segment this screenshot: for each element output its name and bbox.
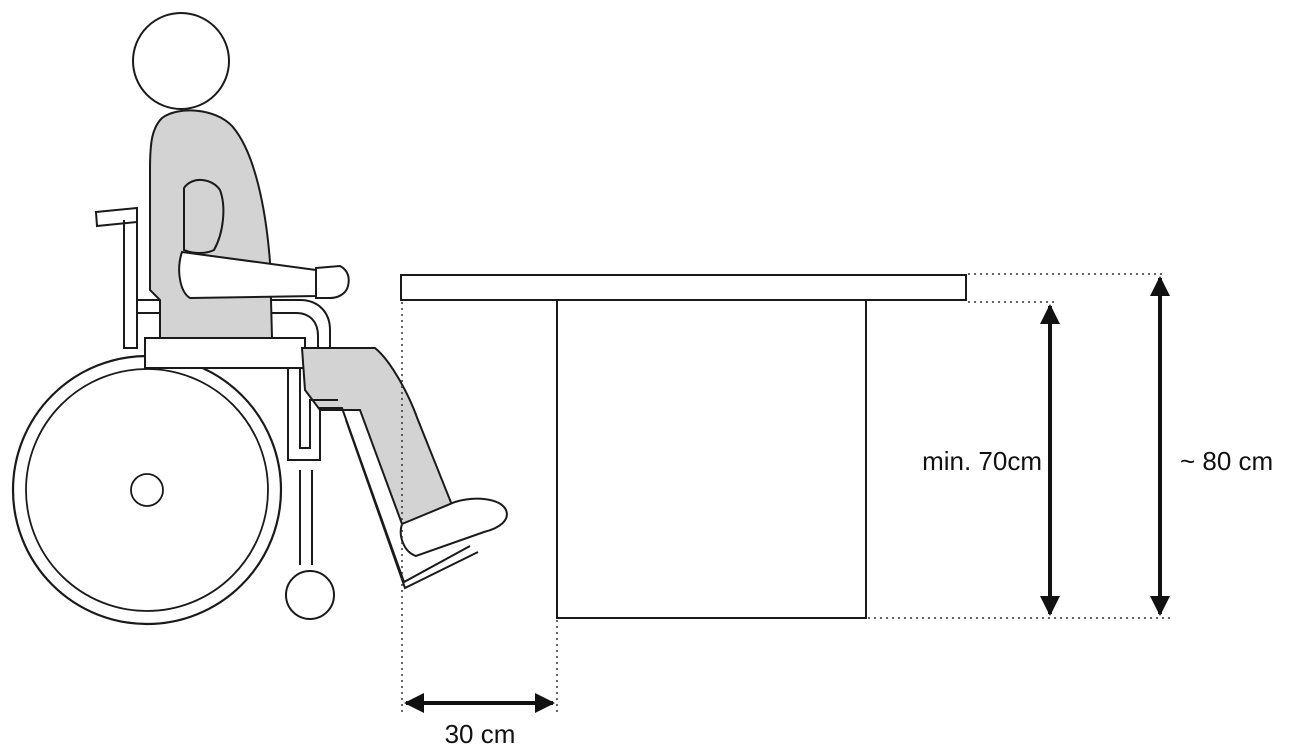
wheelchair-rear-wheel (11, 354, 283, 626)
person-head (132, 12, 230, 110)
dimension-guides (401, 273, 1170, 712)
person-legs (300, 347, 454, 526)
wheelchair-user-figure (11, 12, 508, 626)
table-height-label: ~ 80 cm (1180, 446, 1273, 476)
table-pedestal (556, 299, 867, 619)
wheelchair-back-frame (94, 206, 331, 360)
wheelchair-caster-wheel (285, 570, 335, 620)
wheelchair-seat (144, 337, 306, 369)
knee-clearance-label: min. 70cm (922, 446, 1042, 476)
table (400, 274, 967, 619)
person-shoe (399, 497, 508, 558)
wheelchair-front-frame (287, 368, 479, 590)
person-arm (178, 179, 350, 300)
table-top (400, 274, 967, 301)
underside-depth-label: 30 cm (445, 719, 516, 748)
